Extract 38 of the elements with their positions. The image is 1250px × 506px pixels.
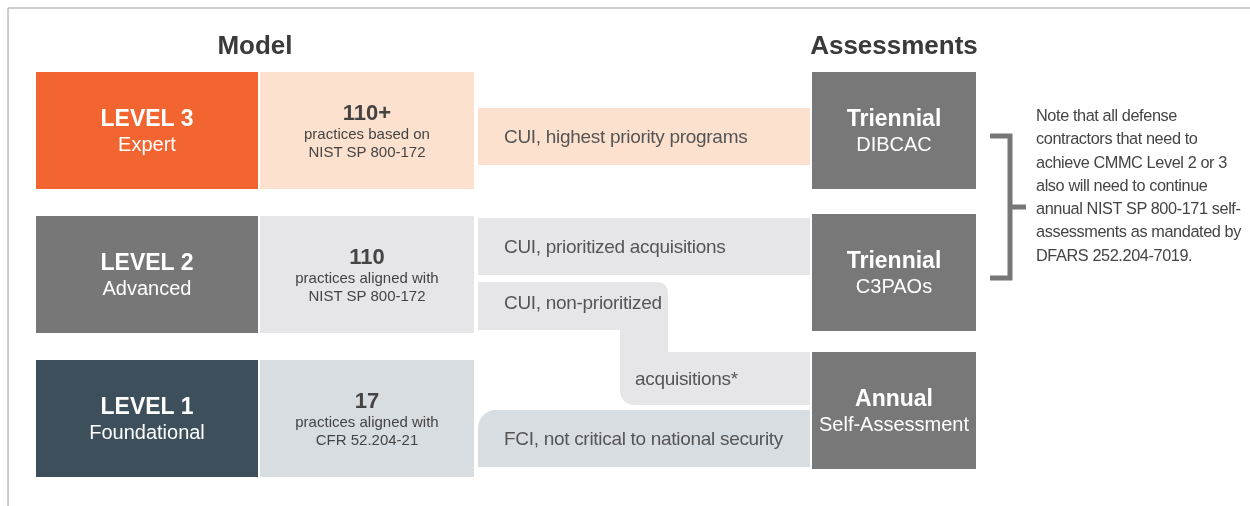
practice-description: practices aligned with CFR 52.204-21 [294, 413, 440, 450]
practices-box [260, 216, 474, 333]
practice-count: 110+ [342, 99, 392, 126]
band-label: FCI, not critical to national security [504, 427, 783, 450]
box-title: LEVEL 2 [100, 249, 194, 276]
box-title: LEVEL 3 [100, 105, 194, 132]
box-subtitle: Foundational [89, 419, 205, 444]
box-subtitle: DIBCAC [856, 131, 932, 156]
box-subtitle: Advanced [102, 275, 192, 300]
box-title: Triennial [846, 247, 942, 274]
band-label: acquisitions* [635, 368, 738, 390]
box-subtitle: Expert [118, 131, 176, 156]
band-label: CUI, non-prioritized [504, 292, 662, 314]
practice-description: practices based on NIST SP 800-172 [303, 125, 431, 162]
assessment-box [812, 214, 976, 331]
box-title: Annual [855, 385, 933, 412]
box-subtitle: Self-Assessment [818, 411, 970, 436]
band-label: CUI, prioritized acquisitions [504, 235, 726, 258]
band-label: CUI, highest priority programs [504, 125, 748, 148]
assessment-box [812, 72, 976, 189]
level-box [36, 360, 258, 477]
practices-box [260, 360, 474, 477]
box-title: Triennial [846, 105, 942, 132]
column-heading: Assessments [809, 30, 979, 61]
column-heading: Model [216, 30, 294, 61]
practice-count: 17 [354, 387, 380, 414]
box-title: LEVEL 1 [100, 393, 194, 420]
practice-description: practices aligned with NIST SP 800-172 [294, 269, 440, 306]
note-text: Note that all defense contractors that need to achieve CMMC Level 2 or 3 also will need to continue annual NIST SP 800-171 self-assessments as mandated by DFARS 252.204-7019. [1036, 105, 1242, 266]
assessment-box [812, 352, 976, 469]
level-box [36, 72, 258, 189]
level-box [36, 216, 258, 333]
scope-band [478, 108, 810, 165]
practices-box [260, 72, 474, 189]
practice-count: 110 [349, 243, 385, 270]
box-subtitle: C3PAOs [855, 273, 933, 298]
scope-band [478, 218, 810, 275]
scope-band [478, 410, 810, 467]
